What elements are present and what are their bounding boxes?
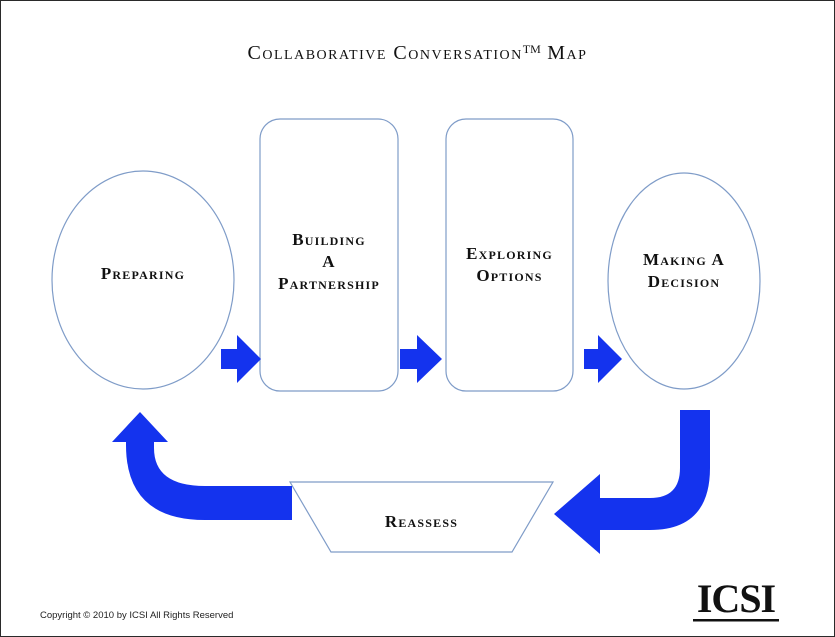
logo-underline <box>693 619 779 622</box>
deciding-label: Making A Decision <box>609 249 759 293</box>
building-label: Building A Partnership <box>258 229 400 295</box>
reassess-node <box>288 481 555 553</box>
arrow-deciding-to-reassess <box>554 410 710 554</box>
deciding-label-line-1: Making A <box>643 250 725 269</box>
title-text: Collaborative Conversation <box>247 42 523 64</box>
title-suffix: Map <box>547 42 588 64</box>
exploring-node <box>445 118 574 392</box>
arrow-preparing-to-building <box>221 335 261 383</box>
building-label-line-3: Partnership <box>278 274 380 293</box>
preparing-label-line: Preparing <box>100 264 186 283</box>
arrow-reassess-to-preparing <box>112 412 292 520</box>
arrow-exploring-to-deciding <box>584 335 622 383</box>
diagram-title: Collaborative ConversationTM Map <box>0 42 835 65</box>
exploring-label-line-2: Options <box>476 266 543 285</box>
logo-text: ICSI <box>697 576 776 621</box>
icsi-logo: ICSI <box>693 576 779 622</box>
copyright-notice: Copyright © 2010 by ICSI All Rights Rese… <box>40 610 234 621</box>
building-node <box>259 118 399 392</box>
preparing-label: Preparing <box>63 263 223 285</box>
trademark-mark: TM <box>522 42 541 56</box>
deciding-label-line-2: Decision <box>647 272 721 291</box>
arrow-building-to-exploring <box>400 335 442 383</box>
exploring-label-line-1: Exploring <box>466 244 553 263</box>
building-label-line-2: A <box>322 252 336 271</box>
reassess-label: Reassess <box>331 511 512 533</box>
preparing-node <box>51 170 235 390</box>
building-label-line-1: Building <box>292 230 366 249</box>
reassess-label-line: Reassess <box>384 512 459 531</box>
deciding-node <box>607 172 761 390</box>
exploring-label: Exploring Options <box>446 243 573 287</box>
